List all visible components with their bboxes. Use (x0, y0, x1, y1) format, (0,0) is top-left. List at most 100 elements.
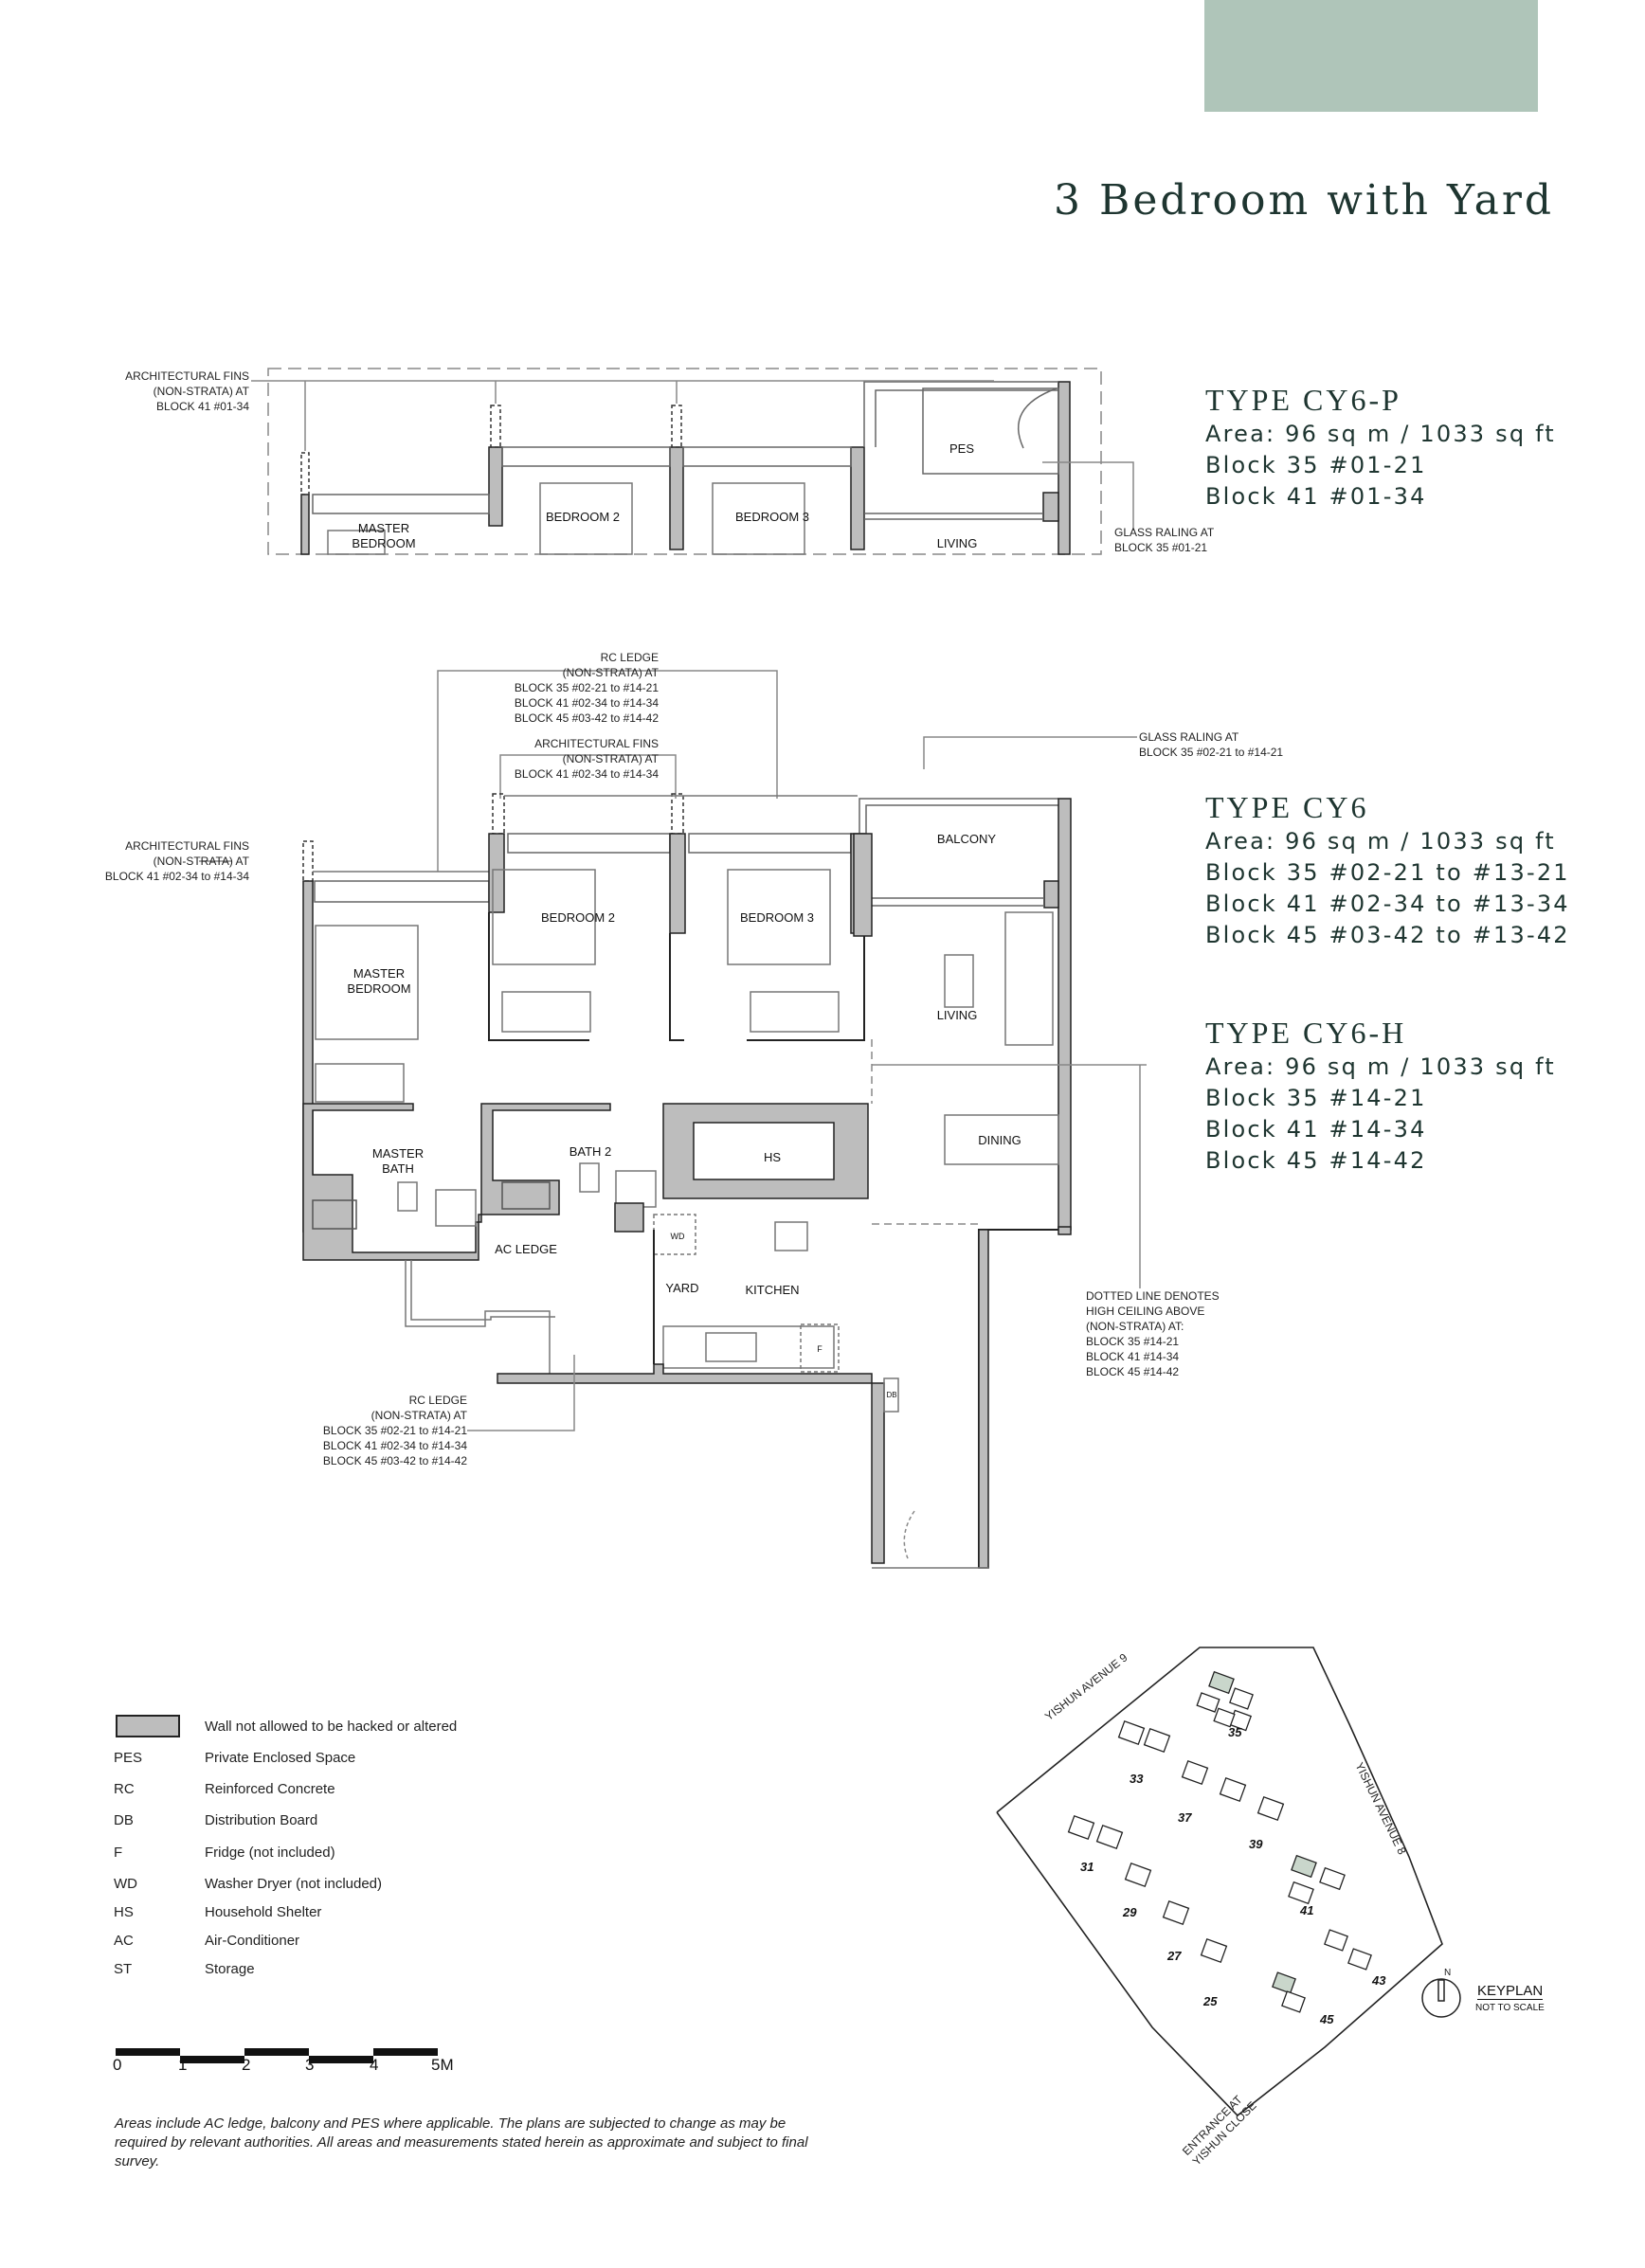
room-label-line: MASTER (371, 1146, 425, 1161)
note-line: BLOCK 35 #01-21 (1114, 541, 1208, 554)
note-line: ARCHITECTURAL FINS (125, 369, 249, 383)
svg-text:33: 33 (1130, 1772, 1144, 1786)
legend-desc: Storage (205, 1961, 255, 1977)
unit-type-cy6-h: TYPE CY6-H Area: 96 sq m / 1033 sq ft Bl… (1205, 1014, 1556, 1177)
note-line: BLOCK 35 #02-21 to #14-21 (514, 681, 659, 694)
svg-text:45: 45 (1319, 2012, 1334, 2026)
unit-area: Area: 96 sq m / 1033 sq ft (1205, 421, 1556, 447)
page-title: 3 Bedroom with Yard (1054, 176, 1555, 225)
legend-desc: Household Shelter (205, 1904, 322, 1920)
legend-abbr: ST (114, 1961, 133, 1977)
room-label-line: BEDROOM (352, 536, 416, 550)
note-line: (NON-STRATA) AT: (1086, 1320, 1184, 1333)
room-label-line: MASTER (352, 966, 406, 981)
legend-desc: Private Enclosed Space (205, 1750, 356, 1766)
unit-area: Area: 96 sq m / 1033 sq ft (1205, 828, 1556, 855)
note-line: (NON-STRATA) AT (153, 855, 249, 868)
room-label-line: BEDROOM (347, 981, 411, 996)
scale-tick: 4 (370, 2056, 379, 2074)
scale-tick: 5M (431, 2056, 454, 2074)
note-line: BLOCK 41 #02-34 to #14-34 (104, 870, 249, 883)
room-fridge: F (817, 1344, 822, 1354)
note-line: BLOCK 35 #02-21 to #14-21 (322, 1424, 467, 1437)
unit-block: Block 35 #02-21 to #13-21 (1205, 859, 1570, 886)
room-bedroom3-p: BEDROOM 3 (734, 510, 809, 524)
unit-block: Block 41 #02-34 to #13-34 (1205, 891, 1570, 917)
note-line: BLOCK 35 #02-21 to #14-21 (1139, 746, 1284, 759)
svg-text:29: 29 (1122, 1905, 1137, 1919)
unit-block: Block 41 #01-34 (1205, 483, 1427, 510)
room-bedroom3: BEDROOM 3 (739, 910, 814, 925)
legend-abbr: DB (114, 1812, 134, 1828)
room-pes-p: PES (949, 441, 974, 456)
room-db: DB (886, 1391, 897, 1399)
note-line: BLOCK 41 #14-34 (1086, 1350, 1180, 1363)
unit-block: Block 45 #03-42 to #13-42 (1205, 922, 1570, 948)
svg-text:27: 27 (1166, 1949, 1182, 1963)
unit-type-cy6: TYPE CY6 Area: 96 sq m / 1033 sq ft Bloc… (1205, 788, 1570, 951)
room-bath2: BATH 2 (569, 1144, 612, 1159)
svg-text:41: 41 (1299, 1903, 1313, 1917)
note-line: ARCHITECTURAL FINS (534, 737, 659, 750)
note-glass-railing: GLASS RALING AT BLOCK 35 #02-21 to #14-2… (1139, 729, 1283, 760)
note-architectural-fins-mid: ARCHITECTURAL FINS (NON-STRATA) AT BLOCK… (455, 736, 659, 782)
scale-tick: 2 (242, 2056, 251, 2074)
note-line: BLOCK 45 #03-42 to #14-42 (514, 711, 659, 725)
scale-tick: 0 (113, 2056, 122, 2074)
note-line: ARCHITECTURAL FINS (125, 839, 249, 853)
room-ac-ledge: AC LEDGE (495, 1242, 557, 1256)
unit-type-name: TYPE CY6-H (1205, 1016, 1407, 1050)
room-bedroom2-p: BEDROOM 2 (545, 510, 620, 524)
room-label-line: BATH (382, 1161, 414, 1176)
svg-text:35: 35 (1228, 1725, 1242, 1739)
legend-abbr: HS (114, 1904, 134, 1920)
legend-desc: Washer Dryer (not included) (205, 1876, 383, 1892)
svg-text:43: 43 (1371, 1973, 1386, 1988)
note-line: BLOCK 41 #02-34 to #14-34 (514, 696, 659, 710)
svg-text:39: 39 (1249, 1837, 1263, 1851)
legend-abbr: F (114, 1845, 123, 1861)
note-line: BLOCK 41 #02-34 to #14-34 (322, 1439, 467, 1452)
note-line: BLOCK 45 #03-42 to #14-42 (322, 1454, 467, 1467)
legend-desc: Air-Conditioner (205, 1933, 300, 1949)
room-living: LIVING (936, 1008, 978, 1022)
legend-abbr: PES (114, 1750, 143, 1766)
note-line: GLASS RALING AT (1139, 730, 1239, 744)
note-line: (NON-STRATA) AT (562, 666, 659, 679)
room-hs: HS (763, 1150, 782, 1164)
legend-abbr: WD (114, 1876, 137, 1892)
keyplan-title: KEYPLAN (1477, 1983, 1544, 2000)
note-line: (NON-STRATA) AT (562, 752, 659, 765)
legend-desc: Distribution Board (205, 1812, 318, 1828)
room-bedroom2: BEDROOM 2 (540, 910, 615, 925)
svg-text:37: 37 (1178, 1810, 1192, 1825)
note-line: RC LEDGE (600, 651, 659, 664)
unit-type-name: TYPE CY6-P (1205, 383, 1401, 417)
legend-abbr: RC (114, 1781, 135, 1797)
note-line: BLOCK 41 #01-34 (155, 400, 249, 413)
svg-text:31: 31 (1080, 1860, 1094, 1874)
note-architectural-fins-p: ARCHITECTURAL FINS (NON-STRATA) AT BLOCK… (114, 369, 249, 414)
unit-block: Block 41 #14-34 (1205, 1116, 1427, 1143)
room-master-bedroom-p: MASTER BEDROOM (341, 521, 426, 551)
note-dotted-line-high-ceiling: DOTTED LINE DENOTES HIGH CEILING ABOVE (… (1086, 1288, 1220, 1379)
room-wd: WD (670, 1232, 685, 1241)
wall-swatch (116, 1715, 180, 1737)
note-rc-ledge-top: RC LEDGE (NON-STRATA) AT BLOCK 35 #02-21… (455, 650, 659, 726)
scale-tick: 3 (305, 2056, 315, 2074)
unit-block: Block 45 #14-42 (1205, 1147, 1427, 1174)
note-architectural-fins-left: ARCHITECTURAL FINS (NON-STRATA) AT BLOCK… (76, 838, 249, 884)
note-glass-railing-p: GLASS RALING AT BLOCK 35 #01-21 (1114, 525, 1214, 555)
note-line: DOTTED LINE DENOTES (1086, 1289, 1220, 1303)
unit-block: Block 35 #01-21 (1205, 452, 1427, 478)
accent-color-block (1204, 0, 1538, 112)
room-label-line: MASTER (357, 521, 410, 535)
svg-text:25: 25 (1202, 1994, 1218, 2008)
room-dining: DINING (978, 1133, 1021, 1147)
disclaimer: Areas include AC ledge, balcony and PES … (115, 2115, 808, 2169)
note-line: BLOCK 35 #14-21 (1086, 1335, 1180, 1348)
room-balcony: BALCONY (936, 832, 997, 846)
keyplan-subtitle: NOT TO SCALE (1475, 2003, 1545, 2013)
unit-type-name: TYPE CY6 (1205, 790, 1369, 824)
